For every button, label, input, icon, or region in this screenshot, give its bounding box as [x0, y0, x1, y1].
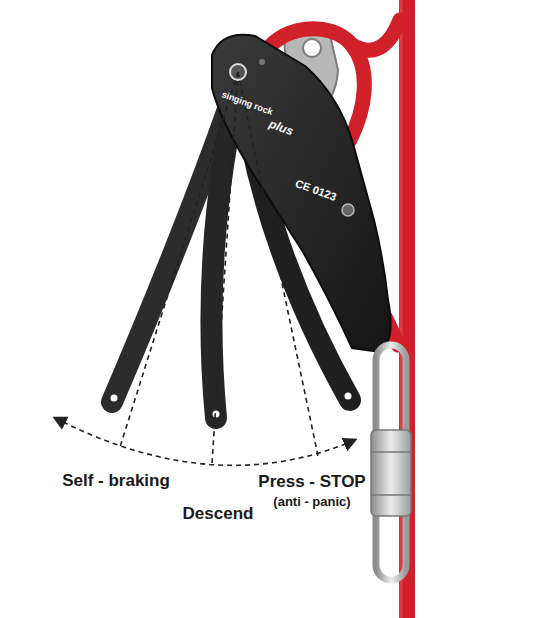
rivet [259, 59, 265, 65]
position-line [212, 72, 238, 463]
rope-highlight [400, 0, 403, 618]
handle-hole [345, 393, 352, 400]
device-body [212, 35, 391, 352]
carabiner-sleeve [371, 430, 411, 516]
sleeve-ring [371, 451, 411, 453]
sleeve-ring [371, 494, 411, 496]
position-line [238, 72, 318, 456]
rope-loop [352, 20, 400, 50]
motion-arc [55, 418, 355, 465]
position-label: Press - STOP [258, 473, 365, 492]
rivet [342, 204, 354, 216]
position-note: (anti - panic) [273, 495, 350, 509]
cam-hole [303, 39, 321, 57]
position-label: Descend [183, 505, 254, 524]
position-line [120, 72, 238, 447]
position-label: Self - braking [62, 472, 170, 491]
handle-hole [111, 395, 118, 402]
